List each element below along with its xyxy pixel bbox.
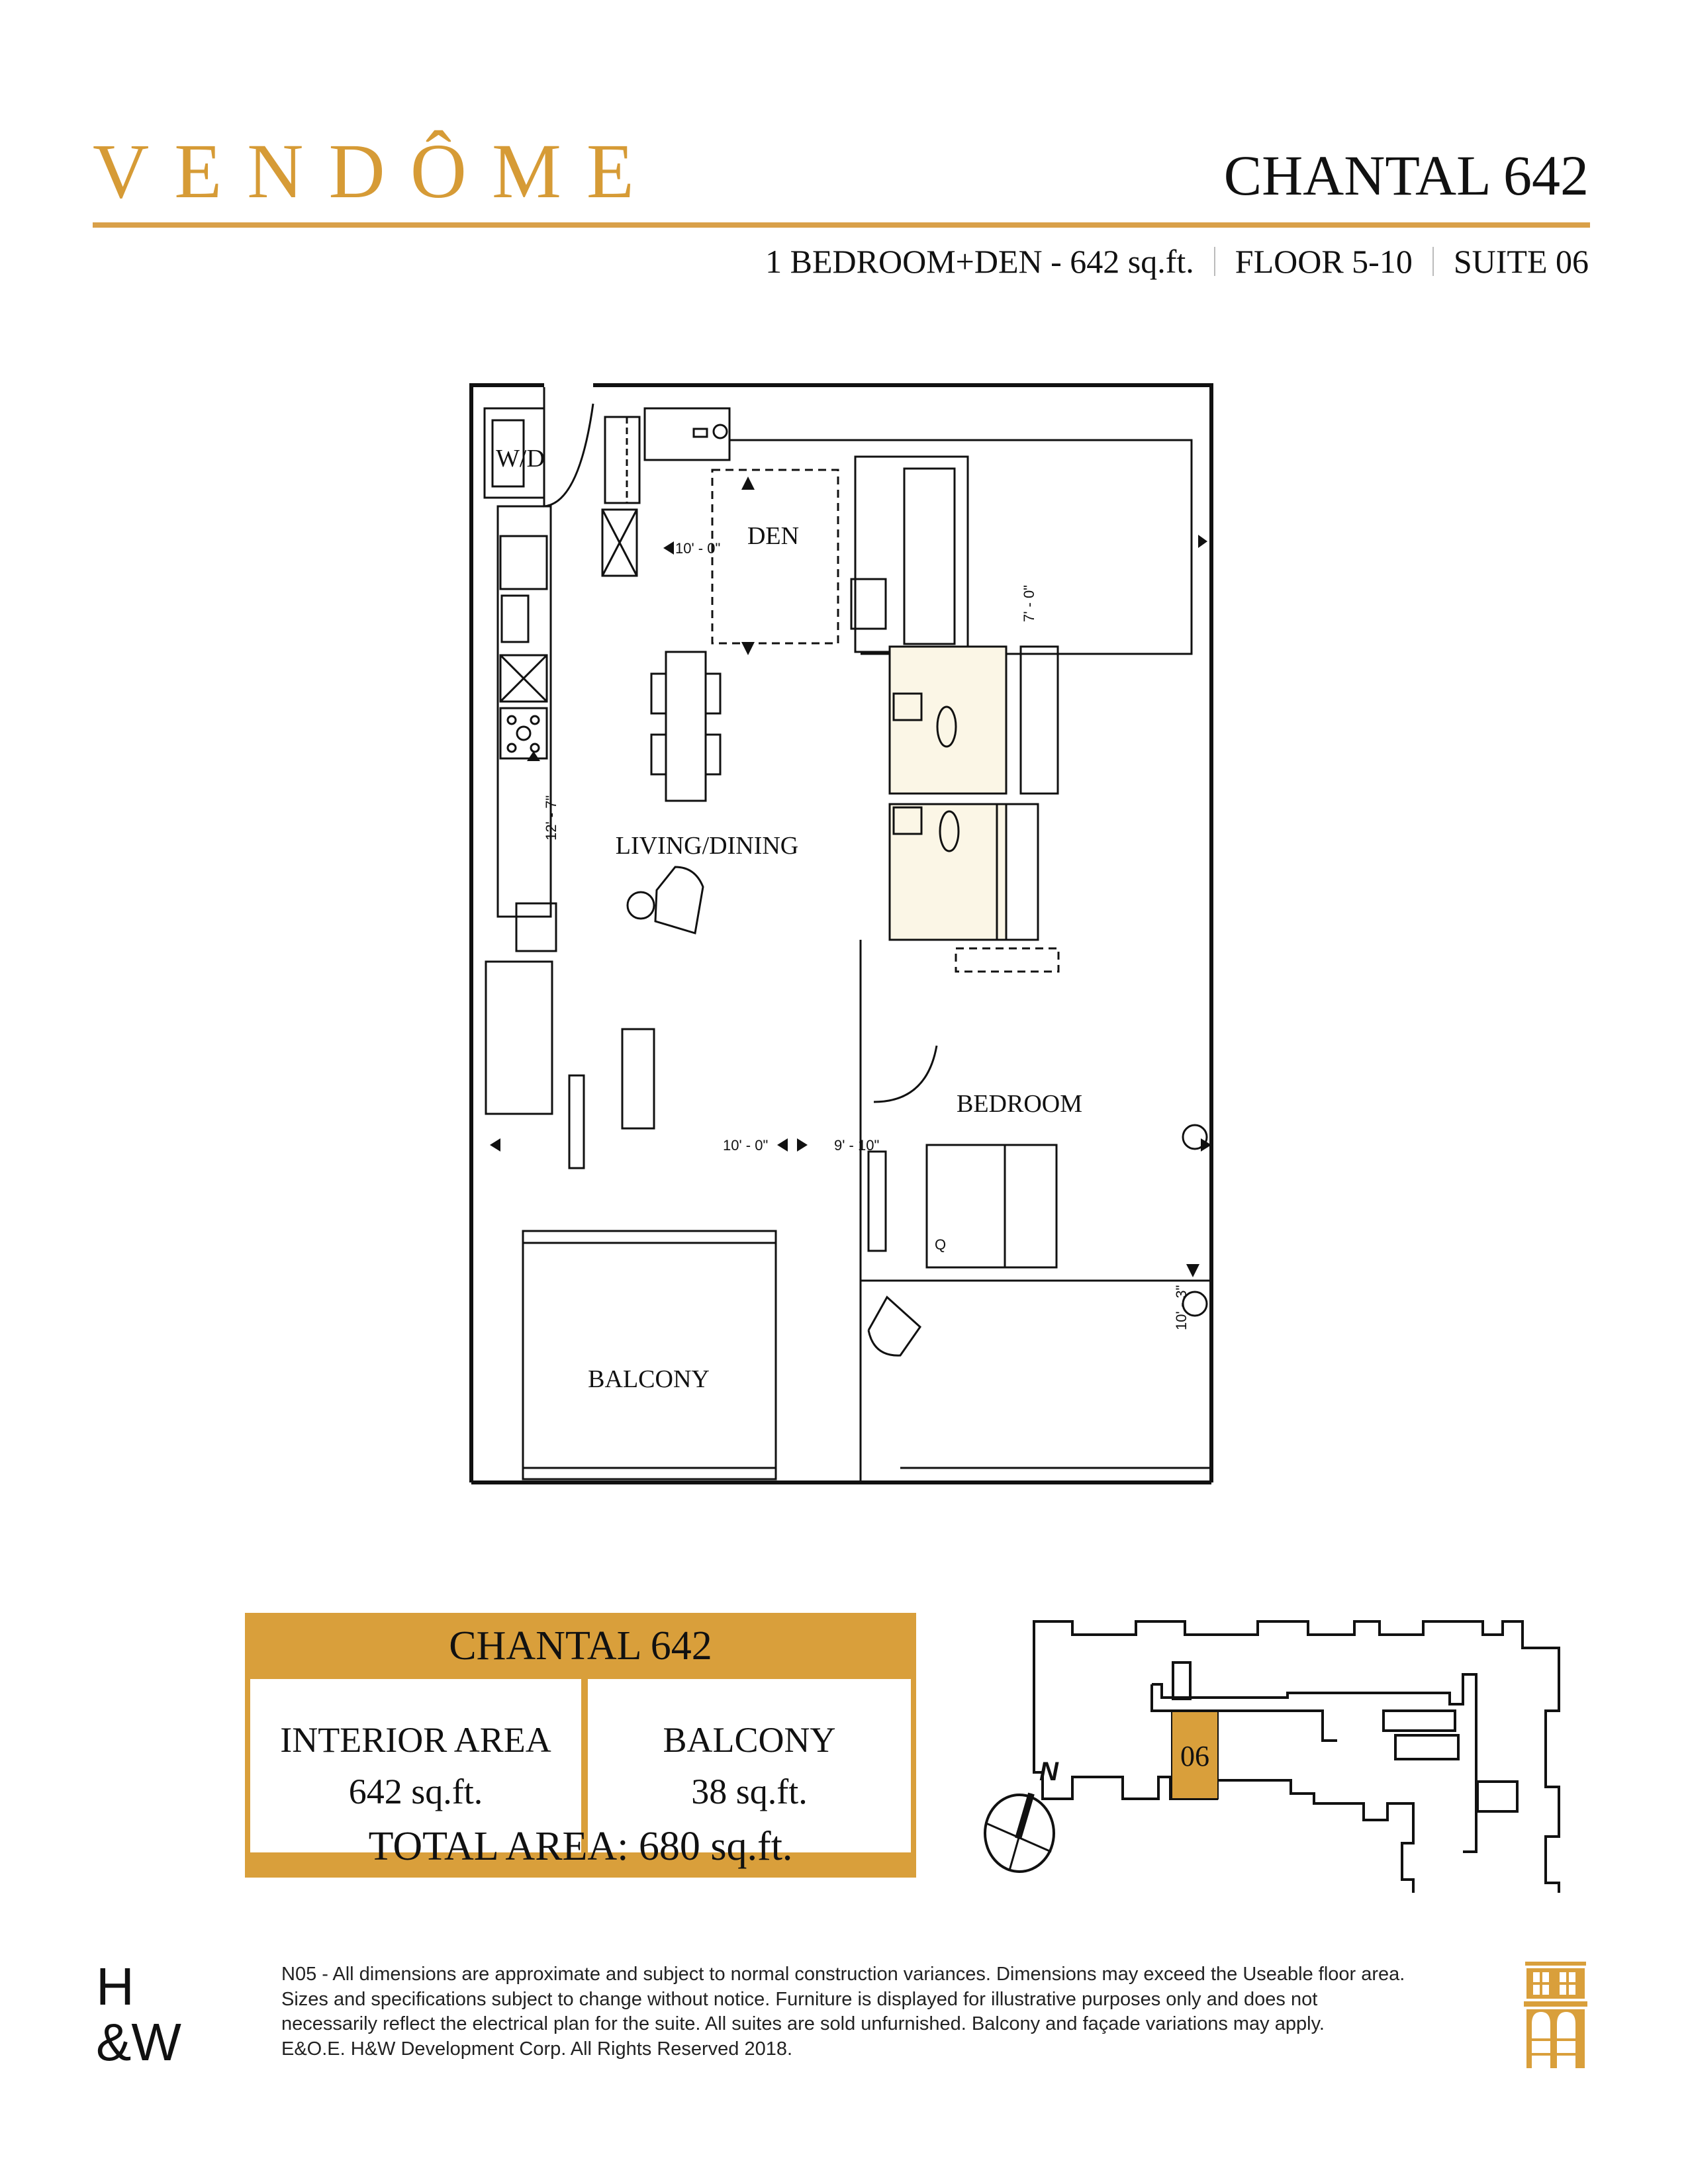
area-summary-table: CHANTAL 642 INTERIOR AREA 642 sq.ft. BAL… [245, 1613, 916, 1878]
toilet-1 [936, 705, 957, 748]
vanity-1 [892, 692, 923, 721]
vanity-2 [892, 806, 923, 835]
sink [500, 594, 530, 643]
north-label: N [1039, 1757, 1059, 1786]
nightstand-lamp [1182, 1124, 1208, 1150]
armchair [654, 866, 704, 934]
building-icon [1524, 1962, 1587, 2068]
disclaimer-line: N05 - All dimensions are approximate and… [281, 1964, 1405, 1985]
balcony-area-label: BALCONY [663, 1719, 836, 1760]
dim-den-depth: 7' - 0" [1021, 585, 1037, 622]
label-balcony: BALCONY [588, 1365, 710, 1393]
den-desk [850, 578, 887, 630]
area-table-title: CHANTAL 642 [449, 1623, 712, 1668]
label-wd: W/D [496, 445, 545, 473]
label-bed-size: Q [935, 1236, 946, 1253]
fridge [499, 535, 548, 590]
dim-den-width: 10' - 0" [675, 540, 720, 557]
floor-lamp [515, 902, 557, 952]
suite-06-highlight [1171, 1711, 1219, 1799]
dresser [867, 1150, 887, 1252]
dim-bedroom-depth: 10' - 3" [1173, 1285, 1190, 1330]
den-sofa [854, 455, 969, 653]
north-arrow-icon: N [984, 1757, 1059, 1873]
header-divider [93, 222, 1590, 228]
bedroom-armchair [867, 1295, 921, 1357]
shower [996, 803, 1039, 941]
balcony-area-value: 38 sq.ft. [691, 1772, 808, 1811]
interior-area-cell: INTERIOR AREA 642 sq.ft. [250, 1679, 581, 1852]
bathroom-2 [888, 803, 1008, 941]
label-living-dining: LIVING/DINING [616, 832, 798, 860]
interior-area-value: 642 sq.ft. [348, 1772, 483, 1811]
brand-logo: VENDÔME [93, 128, 659, 214]
bedroom-closet [955, 947, 1060, 973]
disclaimer: N05 - All dimensions are approximate and… [281, 1962, 1513, 2062]
bedroom-door [873, 1045, 938, 1103]
unit-subtitle: 1 BEDROOM+DEN - 642 sq.ft. FLOOR 5-10 SU… [765, 245, 1589, 278]
disclaimer-line: necessarily reflect the electrical plan … [281, 2013, 1325, 2035]
nightstand-lamp [1182, 1291, 1208, 1317]
hw-logo-line2: &W [96, 2013, 181, 2071]
suite-label: 06 [1180, 1740, 1209, 1772]
kitchen-counter [496, 505, 552, 918]
disclaimer-line: Sizes and specifications subject to chan… [281, 1988, 1318, 2010]
unit-title: CHANTAL 642 [1223, 144, 1589, 207]
balcony-area [522, 1230, 777, 1480]
unit-type: 1 BEDROOM+DEN - 642 sq.ft. [765, 243, 1194, 280]
label-bedroom: BEDROOM [957, 1090, 1082, 1118]
hw-logo-line1: H [96, 1957, 134, 2016]
separator [1432, 247, 1434, 276]
tv-unit [568, 1074, 585, 1169]
balcony-area-cell: BALCONY 38 sq.ft. [588, 1679, 911, 1852]
entry-door [543, 387, 594, 508]
mechanical-shaft [601, 508, 638, 577]
total-area: TOTAL AREA: 680 sq.ft. [368, 1823, 793, 1869]
dim-bedroom-width: 9' - 10" [834, 1137, 879, 1154]
sofa [485, 960, 553, 1115]
label-den: DEN [747, 522, 799, 550]
bathtub [1019, 645, 1059, 795]
dining-table [665, 651, 707, 802]
unit-suite: SUITE 06 [1453, 243, 1589, 280]
interior-area-label: INTERIOR AREA [280, 1719, 551, 1760]
queen-bed [925, 1144, 1058, 1269]
dim-living-width: 10' - 0" [723, 1137, 768, 1154]
hw-logo: H &W [96, 1959, 181, 2070]
floor-plan: W/D DEN LIVING/DINING BEDROOM BALCONY Q … [469, 383, 1213, 1484]
separator [1213, 247, 1215, 276]
side-table [626, 891, 655, 920]
unit-floor: FLOOR 5-10 [1235, 243, 1413, 280]
disclaimer-line: E&O.E. H&W Development Corp. All Rights … [281, 2038, 793, 2060]
dishwasher [499, 654, 548, 703]
key-plan: 06 N [984, 1620, 1560, 1893]
den-area [711, 469, 839, 645]
toilet-2 [939, 810, 960, 852]
cooktop [499, 707, 548, 760]
dim-living-depth: 12' - 7" [543, 796, 559, 841]
coffee-table [621, 1028, 655, 1130]
